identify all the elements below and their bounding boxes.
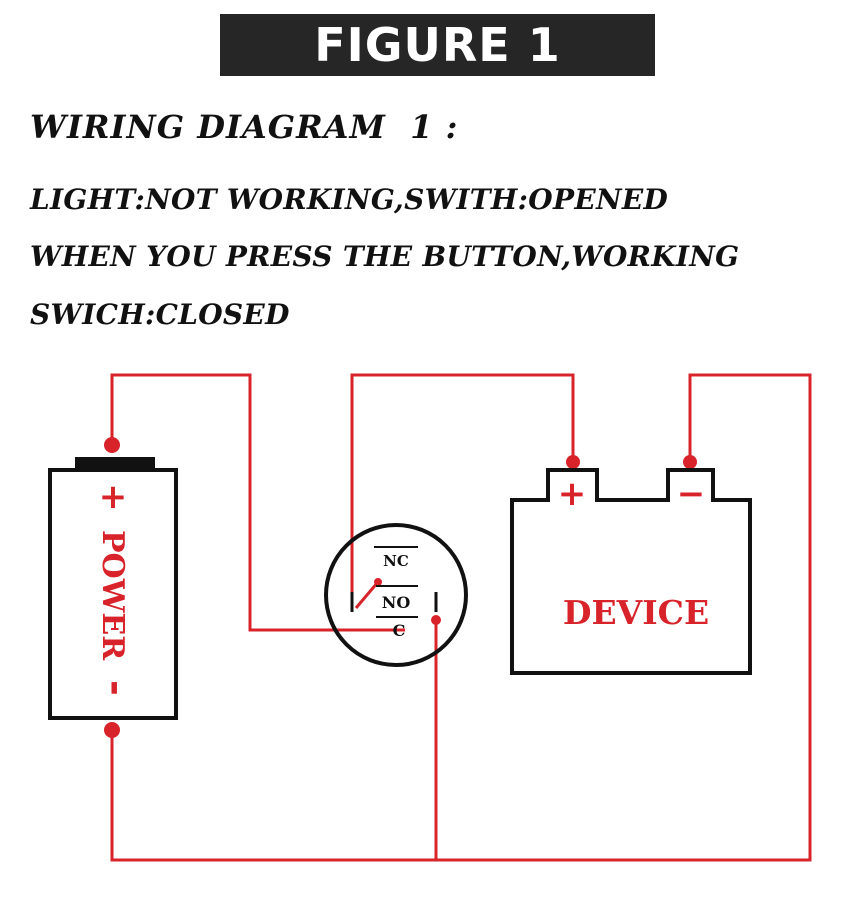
dot-device-positive	[566, 455, 580, 469]
description-line-2: WHEN YOU PRESS THE BUTTON,WORKING	[30, 240, 740, 273]
figure-banner: FIGURE 1	[220, 14, 655, 76]
switch-no-label: NO	[382, 593, 411, 612]
switch-lever	[354, 581, 380, 609]
power-minus-label: -	[94, 680, 138, 696]
power-label: POWER	[95, 530, 130, 661]
battery-cap	[75, 457, 155, 471]
push-button-switch: NC NO C	[324, 523, 468, 667]
device-plus-label: +	[558, 474, 587, 514]
device-label: DEVICE	[563, 593, 709, 632]
wires	[110, 373, 812, 862]
dot-power-positive	[104, 437, 120, 453]
switch-body	[324, 523, 468, 667]
switch-c-label: C	[393, 621, 406, 640]
wire-switch-to-device-positive	[350, 373, 575, 605]
description-line-3: SWICH:CLOSED	[30, 298, 290, 331]
wire-device-negative-return	[110, 373, 812, 862]
wire-power-positive-to-switch-c	[110, 373, 405, 632]
junction-dots	[104, 437, 697, 738]
dot-power-negative	[104, 722, 120, 738]
device-minus-label: −	[677, 474, 706, 514]
battery-body	[48, 468, 178, 720]
figure-title: FIGURE 1	[314, 18, 561, 72]
device-outline	[510, 468, 752, 675]
power-battery: + POWER -	[48, 457, 178, 720]
description-line-1: LIGHT:NOT WORKING,SWITH:OPENED	[30, 183, 669, 216]
switch-nc-label: NC	[383, 552, 409, 570]
dot-device-negative	[683, 455, 697, 469]
device-block: + − DEVICE	[510, 468, 752, 675]
dot-switch-nc	[374, 578, 382, 586]
dot-switch-lamp	[431, 615, 441, 625]
diagram-heading: WIRING DIAGRAM 1 :	[30, 108, 459, 146]
power-plus-label: +	[99, 477, 128, 517]
